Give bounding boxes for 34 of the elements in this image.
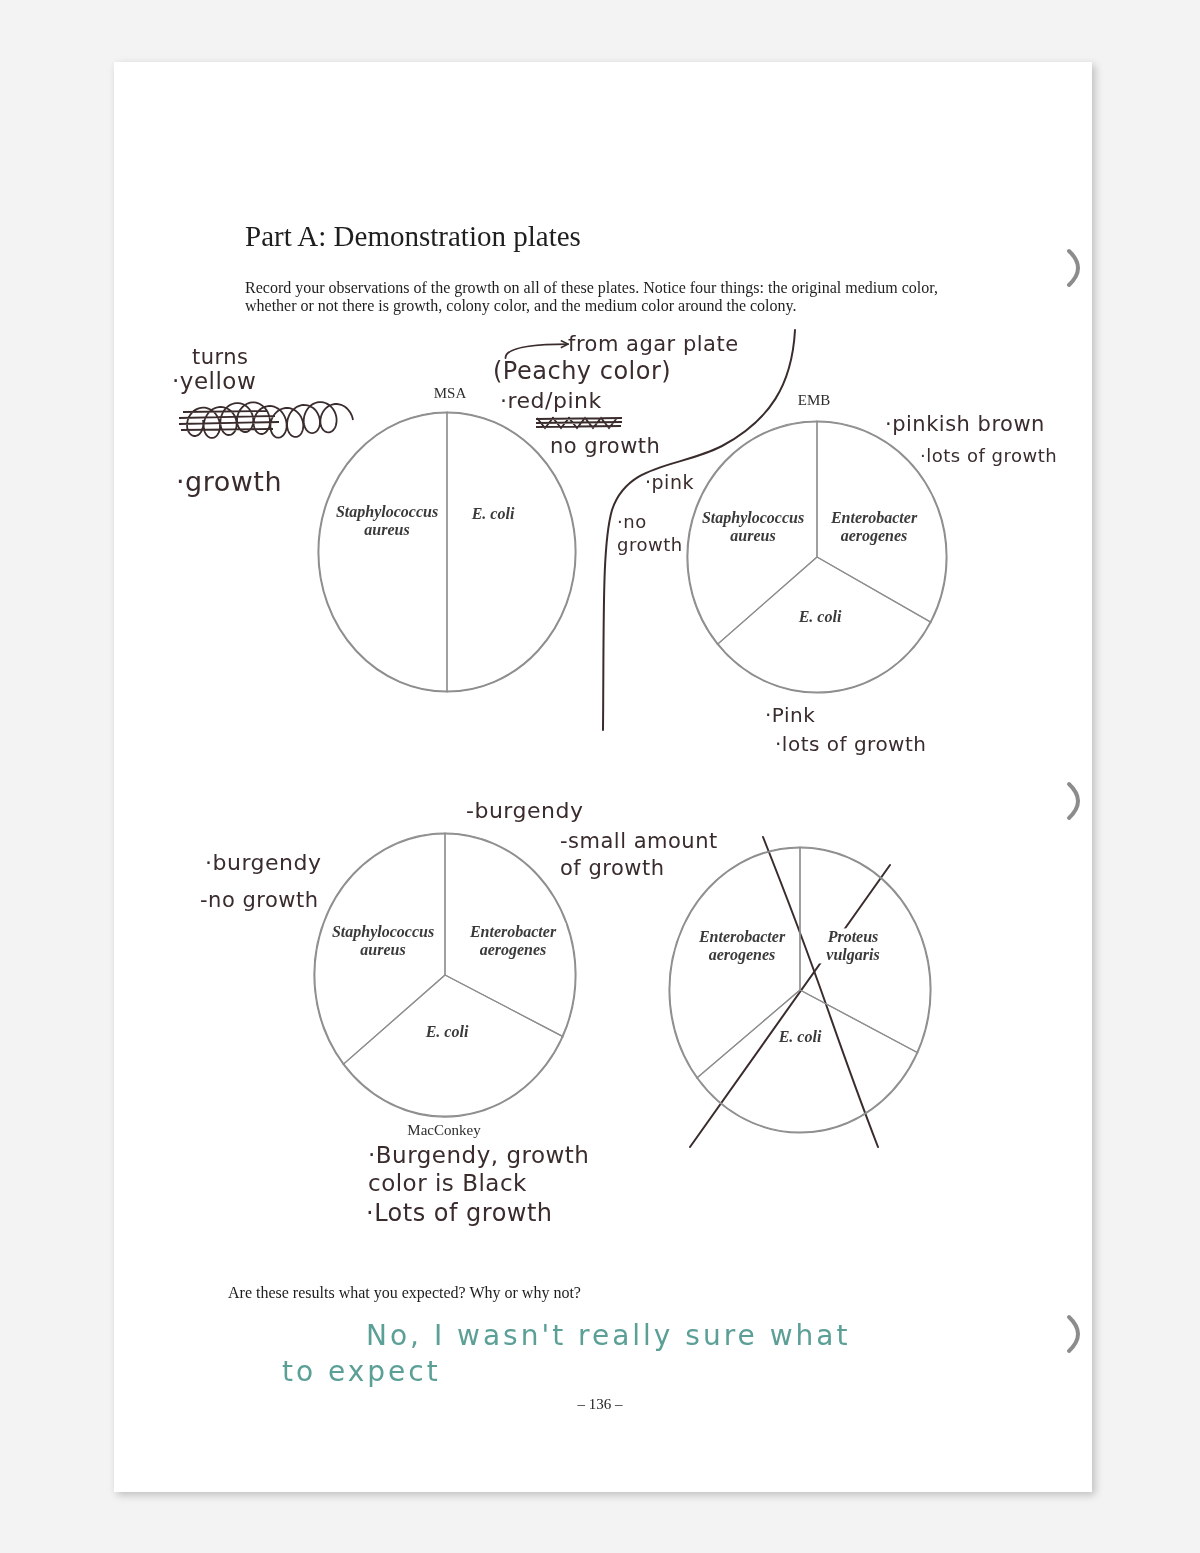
plate-sector	[447, 412, 576, 692]
petri-dish-circle	[669, 847, 931, 1133]
handwritten-note: ·Lots of growth	[366, 1200, 553, 1228]
plate-sector	[696, 990, 918, 1133]
handwritten-note: turns	[192, 345, 249, 370]
arrow	[504, 339, 569, 359]
handwritten-note: -no growth	[200, 888, 319, 913]
handwritten-note: -small amount of growth	[560, 828, 719, 883]
page-title: Part A: Demonstration plates	[245, 220, 581, 253]
plate-label: EMB	[797, 391, 831, 409]
handwritten-note: ·lots of growth	[920, 446, 1058, 467]
handwritten-note: ·yellow	[172, 368, 257, 395]
handwritten-note: ·lots of growth	[775, 733, 927, 756]
page-number: – 136 –	[577, 1396, 623, 1414]
plate-sector	[318, 412, 447, 692]
handwritten-note: ·growth	[176, 466, 283, 498]
handwritten-note: ·red/pink	[500, 388, 602, 414]
handwritten-note: ·Burgendy, growth color is Black	[368, 1142, 591, 1198]
plate-label: MSA	[433, 384, 467, 402]
handwritten-note: -burgendy	[466, 798, 584, 824]
handwritten-note: from agar plate	[568, 332, 739, 357]
plate-label: MacConkey	[407, 1121, 481, 1139]
handwritten-answer: No, I wasn't really sure what to expect	[282, 1318, 852, 1391]
handwritten-note: ·pink	[645, 472, 694, 494]
handwritten-note: ·no growth	[617, 510, 684, 557]
handwritten-note: no growth	[550, 434, 661, 459]
handwritten-note: ·burgendy	[205, 850, 322, 876]
handwritten-note: (Peachy color)	[493, 358, 672, 386]
handwritten-note: ·pinkish brown	[885, 412, 1045, 437]
plate-sector	[717, 557, 932, 693]
handwritten-note: ·Pink	[765, 704, 816, 727]
plate-sector	[343, 975, 564, 1117]
question-text: Are these results what you expected? Why or why not?	[228, 1284, 581, 1303]
instructions-text: Record your observations of the growth on all of these plates. Notice four things: the original medium color, whether or not there is growth, colony color, and the medium color around the colony.	[245, 279, 939, 315]
